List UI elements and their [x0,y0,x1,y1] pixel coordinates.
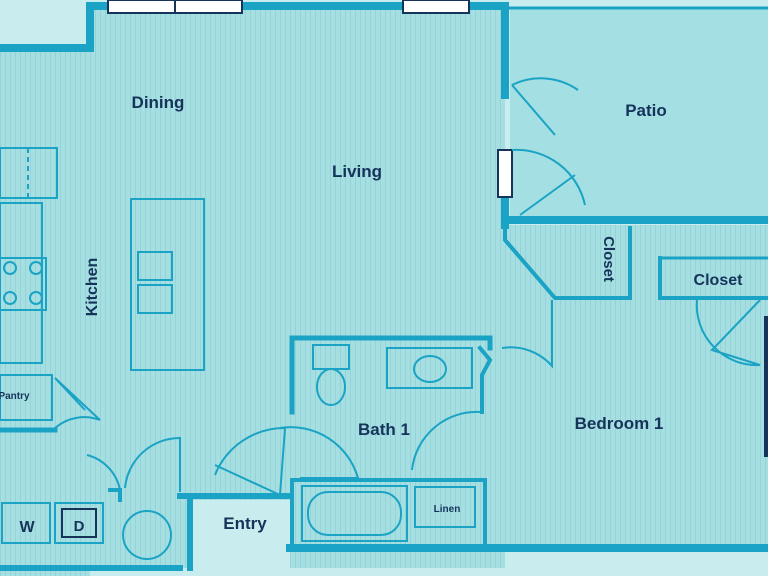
label-linen: Linen [434,504,461,515]
sink-basin-top [137,251,173,281]
label-closet-hall: Closet [600,236,617,282]
pantry-closet [0,374,53,421]
linen-closet [414,486,476,528]
bath-closet-door [279,426,360,479]
laundry-door-2 [86,454,121,491]
bath-door [411,410,481,471]
label-living: Living [332,162,382,181]
bedroom-door [501,300,553,369]
entry-door [214,426,287,497]
label-dining: Dining [132,93,185,112]
washer [1,502,51,544]
doors [54,77,761,497]
label-bath: Bath 1 [358,420,410,439]
floor-areas [0,8,768,576]
laundry-door [124,436,181,492]
sink-bowl [413,355,447,383]
room-labels: Dining Living Patio Kitchen Closet Close… [0,93,743,536]
label-dryer: D [74,518,85,535]
label-closet-bedroom: Closet [694,272,744,289]
kitchen-fixtures [0,147,205,421]
bathtub [301,485,408,542]
label-bedroom: Bedroom 1 [575,414,664,433]
label-pantry: Pantry [0,391,30,402]
label-entry: Entry [223,514,267,533]
kitchen-counter [0,202,43,364]
patio-floor [510,8,768,220]
tub-linen-wall [290,478,487,547]
bath-top-wall [289,335,493,415]
cooktop [0,257,47,311]
label-patio: Patio [625,101,667,120]
dryer-panel [61,508,97,538]
sink-basin-bottom [137,284,173,314]
kitchen-island [130,198,205,371]
label-kitchen: Kitchen [84,258,101,317]
window-living [402,0,470,14]
patio-door-upper [511,77,579,136]
kitchen-floor [0,48,90,576]
hall-closet-wall [503,226,632,300]
label-washer: W [19,519,35,536]
entry-porch [190,500,290,576]
dryer [54,502,104,544]
patio-fixed-glass [497,149,513,198]
bath-fixtures [301,344,476,542]
windows [107,0,513,198]
toilet-bowl [316,368,346,406]
patio-door-lower [511,148,586,216]
water-heater [122,510,172,560]
bedroom-floor [505,225,768,545]
vanity [386,347,473,389]
pantry-door [54,377,101,429]
tub-inner [307,491,402,536]
laundry [1,502,172,560]
bath-right-wall [477,345,493,414]
bedroom-closet-door [695,299,761,367]
